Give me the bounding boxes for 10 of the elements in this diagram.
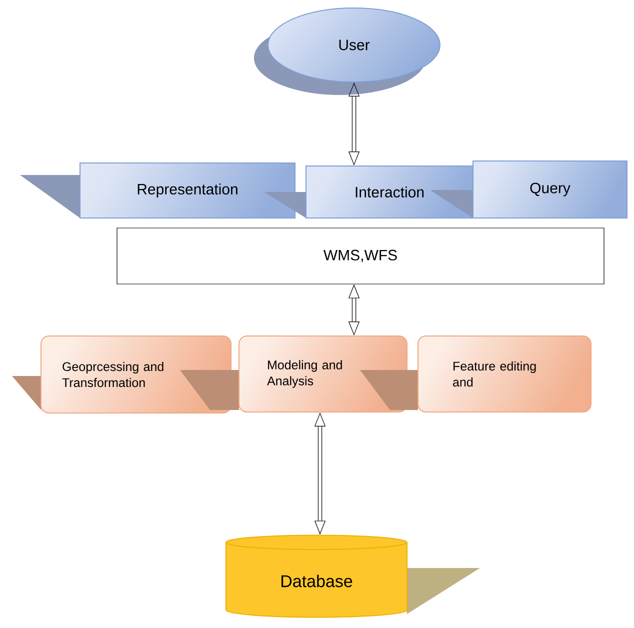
rounded-box: Geoprcessing and Transformation [12,336,232,414]
node-label: Database [282,574,352,588]
database-cylinder: Database [226,534,480,618]
tab-box: Query [430,160,628,218]
rounded-box: Modeling and Analysis [180,336,408,412]
tab-box: Representation [20,162,296,218]
process-box: WMS,WFS [116,228,604,284]
tab-box: Interaction [264,166,474,218]
rounded-box: Feature editing and [360,336,592,412]
ellipse-node: User [254,8,440,95]
